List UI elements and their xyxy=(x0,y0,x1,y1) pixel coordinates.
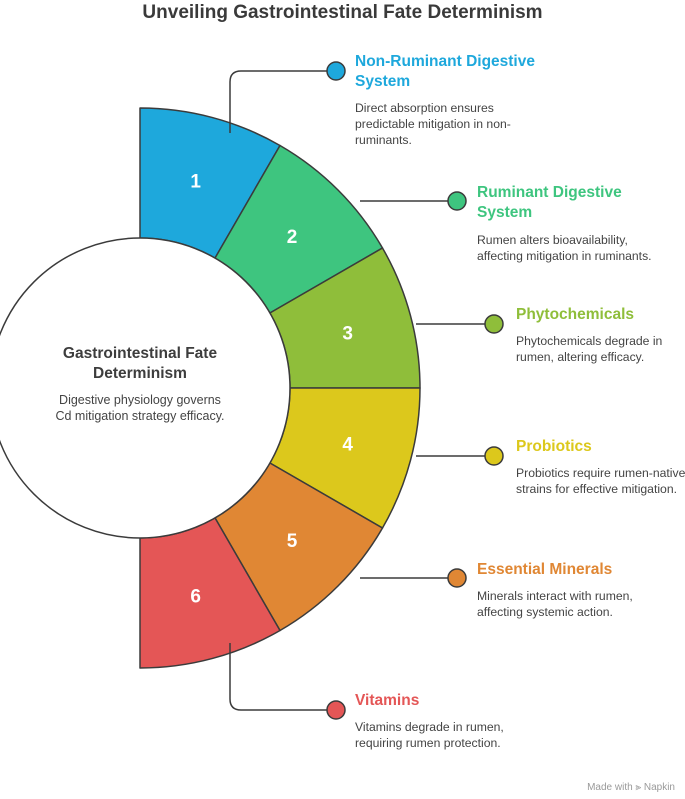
item-title-vitamins: Vitamins xyxy=(355,692,420,709)
item-title-probiotics: Probiotics xyxy=(516,438,592,455)
connector-dot-phytochemicals xyxy=(484,314,504,334)
item-description-phytochemicals: Phytochemicals degrade in rumen, alterin… xyxy=(516,334,663,364)
item-title-ruminant: Ruminant Digestive System xyxy=(477,184,622,221)
item-title-non-ruminant: Non-Ruminant Digestive System xyxy=(355,53,535,90)
center-title: Gastrointestinal Fate Determinism xyxy=(62,345,218,382)
page-title: Unveiling Gastrointestinal Fate Determin… xyxy=(142,2,543,23)
connector-dot-ruminant xyxy=(447,191,467,211)
connector-line-vitamins xyxy=(229,643,327,711)
item-description-non-ruminant: Direct absorption ensures predictable mi… xyxy=(355,101,511,147)
segment-number-3: 3 xyxy=(342,323,353,344)
segment-number-6: 6 xyxy=(190,587,201,608)
connector-line-non-ruminant xyxy=(229,70,327,133)
segments-group: 1 2 3 4 5 6 xyxy=(139,107,421,669)
item-description-ruminant: Rumen alters bioavailability, affecting … xyxy=(477,233,652,263)
center-circle xyxy=(0,237,291,539)
connector-dot-probiotics xyxy=(484,446,504,466)
item-description-essential-minerals: Minerals interact with rumen, affecting … xyxy=(477,589,633,619)
segment-number-4: 4 xyxy=(342,435,353,456)
connector-dot-non-ruminant xyxy=(326,61,346,81)
item-description-vitamins: Vitamins degrade in rumen, requiring rum… xyxy=(355,720,504,750)
napkin-footer: Made with ⫸ Napkin xyxy=(587,782,675,793)
connector-dot-essential-minerals xyxy=(447,568,467,588)
item-title-essential-minerals: Essential Minerals xyxy=(477,561,613,578)
connectors-group xyxy=(229,61,504,720)
item-description-probiotics: Probiotics require rumen-native strains … xyxy=(516,466,685,496)
center-description: Digestive physiology governs Cd mitigati… xyxy=(55,393,225,423)
item-title-phytochemicals: Phytochemicals xyxy=(516,306,635,323)
connector-dot-vitamins xyxy=(326,700,346,720)
segment-number-5: 5 xyxy=(287,531,298,552)
segment-number-2: 2 xyxy=(287,227,298,248)
segment-number-1: 1 xyxy=(190,171,201,192)
